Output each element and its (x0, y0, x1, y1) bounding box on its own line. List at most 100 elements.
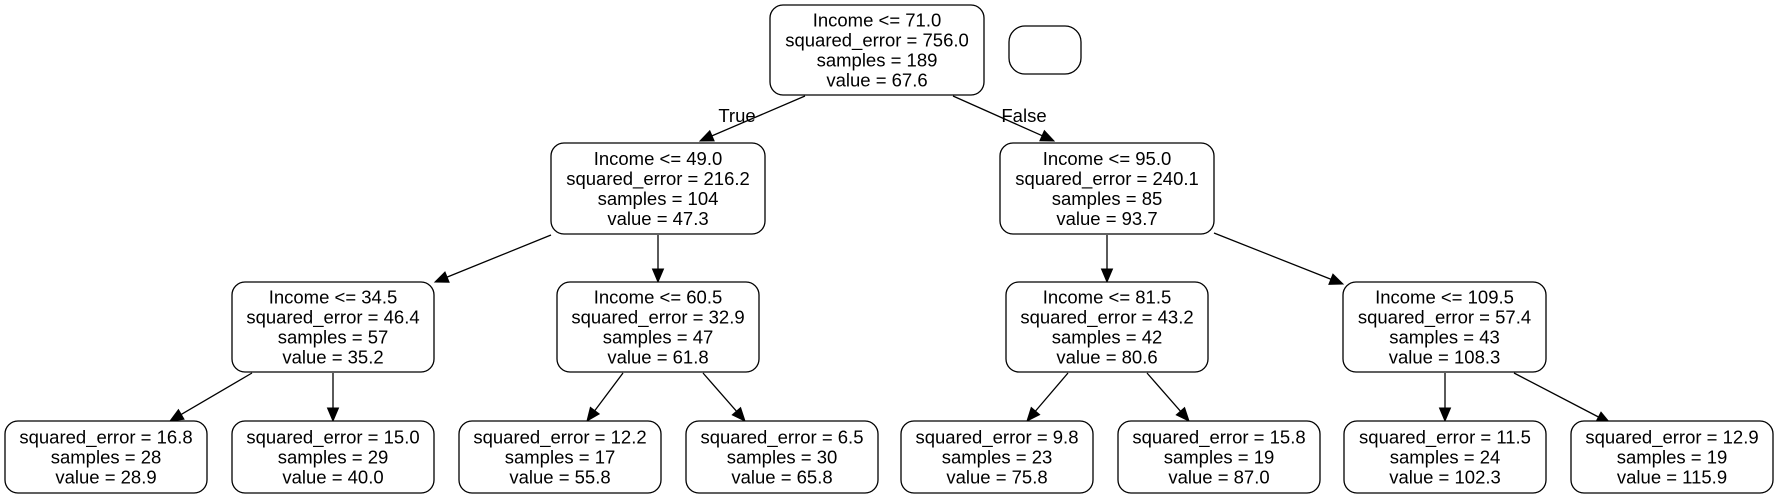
node-line: value = 47.3 (607, 208, 708, 229)
tree-edge (702, 372, 746, 422)
node-line: value = 28.9 (55, 466, 156, 487)
edge-line (1513, 372, 1599, 418)
node-line: Income <= 95.0 (1043, 148, 1172, 169)
node-line: samples = 47 (603, 326, 714, 347)
tree-edge (433, 234, 552, 283)
node-line: samples = 29 (278, 446, 389, 467)
node-line: value = 80.6 (1056, 346, 1157, 367)
node-line: Income <= 71.0 (813, 9, 942, 30)
tree-edge (1100, 235, 1114, 284)
node-line: samples = 57 (278, 326, 389, 347)
node-line: samples = 28 (51, 446, 162, 467)
node-line: samples = 43 (1389, 326, 1500, 347)
edge-line (1146, 372, 1181, 412)
arrowhead-icon (1039, 129, 1056, 142)
node-box (1005, 281, 1209, 373)
arrowhead-icon (433, 271, 450, 283)
node-line: value = 115.9 (1617, 466, 1727, 487)
legend-box (1008, 25, 1082, 75)
node-line: squared_error = 240.1 (1015, 168, 1199, 190)
node-line: squared_error = 6.5 (700, 426, 863, 448)
node-line: value = 108.3 (1389, 346, 1501, 367)
arrowhead-icon (326, 407, 340, 423)
node-line: squared_error = 756.0 (785, 29, 969, 51)
node-line: value = 102.3 (1389, 466, 1501, 487)
node-line: value = 67.6 (826, 69, 927, 90)
edge-line (702, 372, 737, 412)
tree-edge (1026, 372, 1069, 422)
node-line: value = 87.0 (1168, 466, 1269, 487)
node-box (458, 420, 662, 494)
node-line: value = 93.7 (1056, 208, 1157, 229)
node-box (4, 420, 208, 494)
node-line: squared_error = 216.2 (566, 168, 750, 190)
node-line: value = 55.8 (509, 466, 610, 487)
node-line: squared_error = 15.8 (1132, 426, 1305, 448)
node-line: samples = 19 (1164, 446, 1275, 467)
node-line: Income <= 109.5 (1375, 286, 1514, 307)
node-line: samples = 19 (1617, 446, 1728, 467)
node-line: squared_error = 57.4 (1358, 306, 1531, 328)
node-box (231, 281, 435, 373)
arrowhead-icon (651, 268, 665, 284)
node-line: value = 61.8 (607, 346, 708, 367)
node-line: squared_error = 12.9 (1585, 426, 1758, 448)
node-line: squared_error = 43.2 (1020, 306, 1193, 328)
arrowhead-icon (586, 406, 601, 423)
tree-edge: True (698, 95, 806, 142)
node-box (999, 142, 1215, 235)
edge-line (711, 95, 806, 137)
node-line: samples = 23 (942, 446, 1053, 467)
tree-edge (651, 235, 665, 284)
arrowhead-icon (1438, 407, 1452, 423)
node-box (1570, 420, 1774, 494)
node-line: Income <= 60.5 (594, 286, 723, 307)
node-line: samples = 30 (727, 446, 838, 467)
tree-edge (586, 372, 624, 423)
tree-edge (1513, 372, 1612, 424)
node-line: squared_error = 32.9 (571, 306, 744, 328)
node-box (1117, 420, 1321, 494)
arrowhead-icon (1175, 406, 1190, 422)
edge-label-false: False (1001, 105, 1046, 126)
node-box (1343, 420, 1547, 494)
node-box (1342, 281, 1547, 373)
node-line: squared_error = 12.2 (473, 426, 646, 448)
arrowhead-icon (1100, 268, 1114, 284)
arrowhead-icon (1328, 273, 1345, 285)
arrowhead-icon (168, 408, 185, 422)
node-box (550, 142, 766, 235)
node-line: samples = 189 (817, 49, 938, 70)
node-line: Income <= 49.0 (594, 148, 723, 169)
node-line: squared_error = 16.8 (19, 426, 192, 448)
node-line: squared_error = 11.5 (1359, 426, 1531, 448)
node-box (685, 420, 879, 494)
node-line: squared_error = 46.4 (246, 306, 419, 328)
arrowhead-icon (698, 129, 715, 142)
edge-line (594, 372, 624, 411)
tree-edge (168, 372, 253, 422)
node-line: Income <= 34.5 (269, 286, 398, 307)
edge-line (446, 234, 552, 278)
node-line: value = 65.8 (731, 466, 832, 487)
node-line: Income <= 81.5 (1043, 286, 1172, 307)
node-line: samples = 17 (505, 446, 616, 467)
edge-line (180, 372, 253, 415)
arrowhead-icon (1026, 406, 1041, 422)
tree-edge: False (952, 95, 1056, 142)
node-line: samples = 85 (1052, 188, 1163, 209)
tree-edge (1213, 232, 1345, 285)
